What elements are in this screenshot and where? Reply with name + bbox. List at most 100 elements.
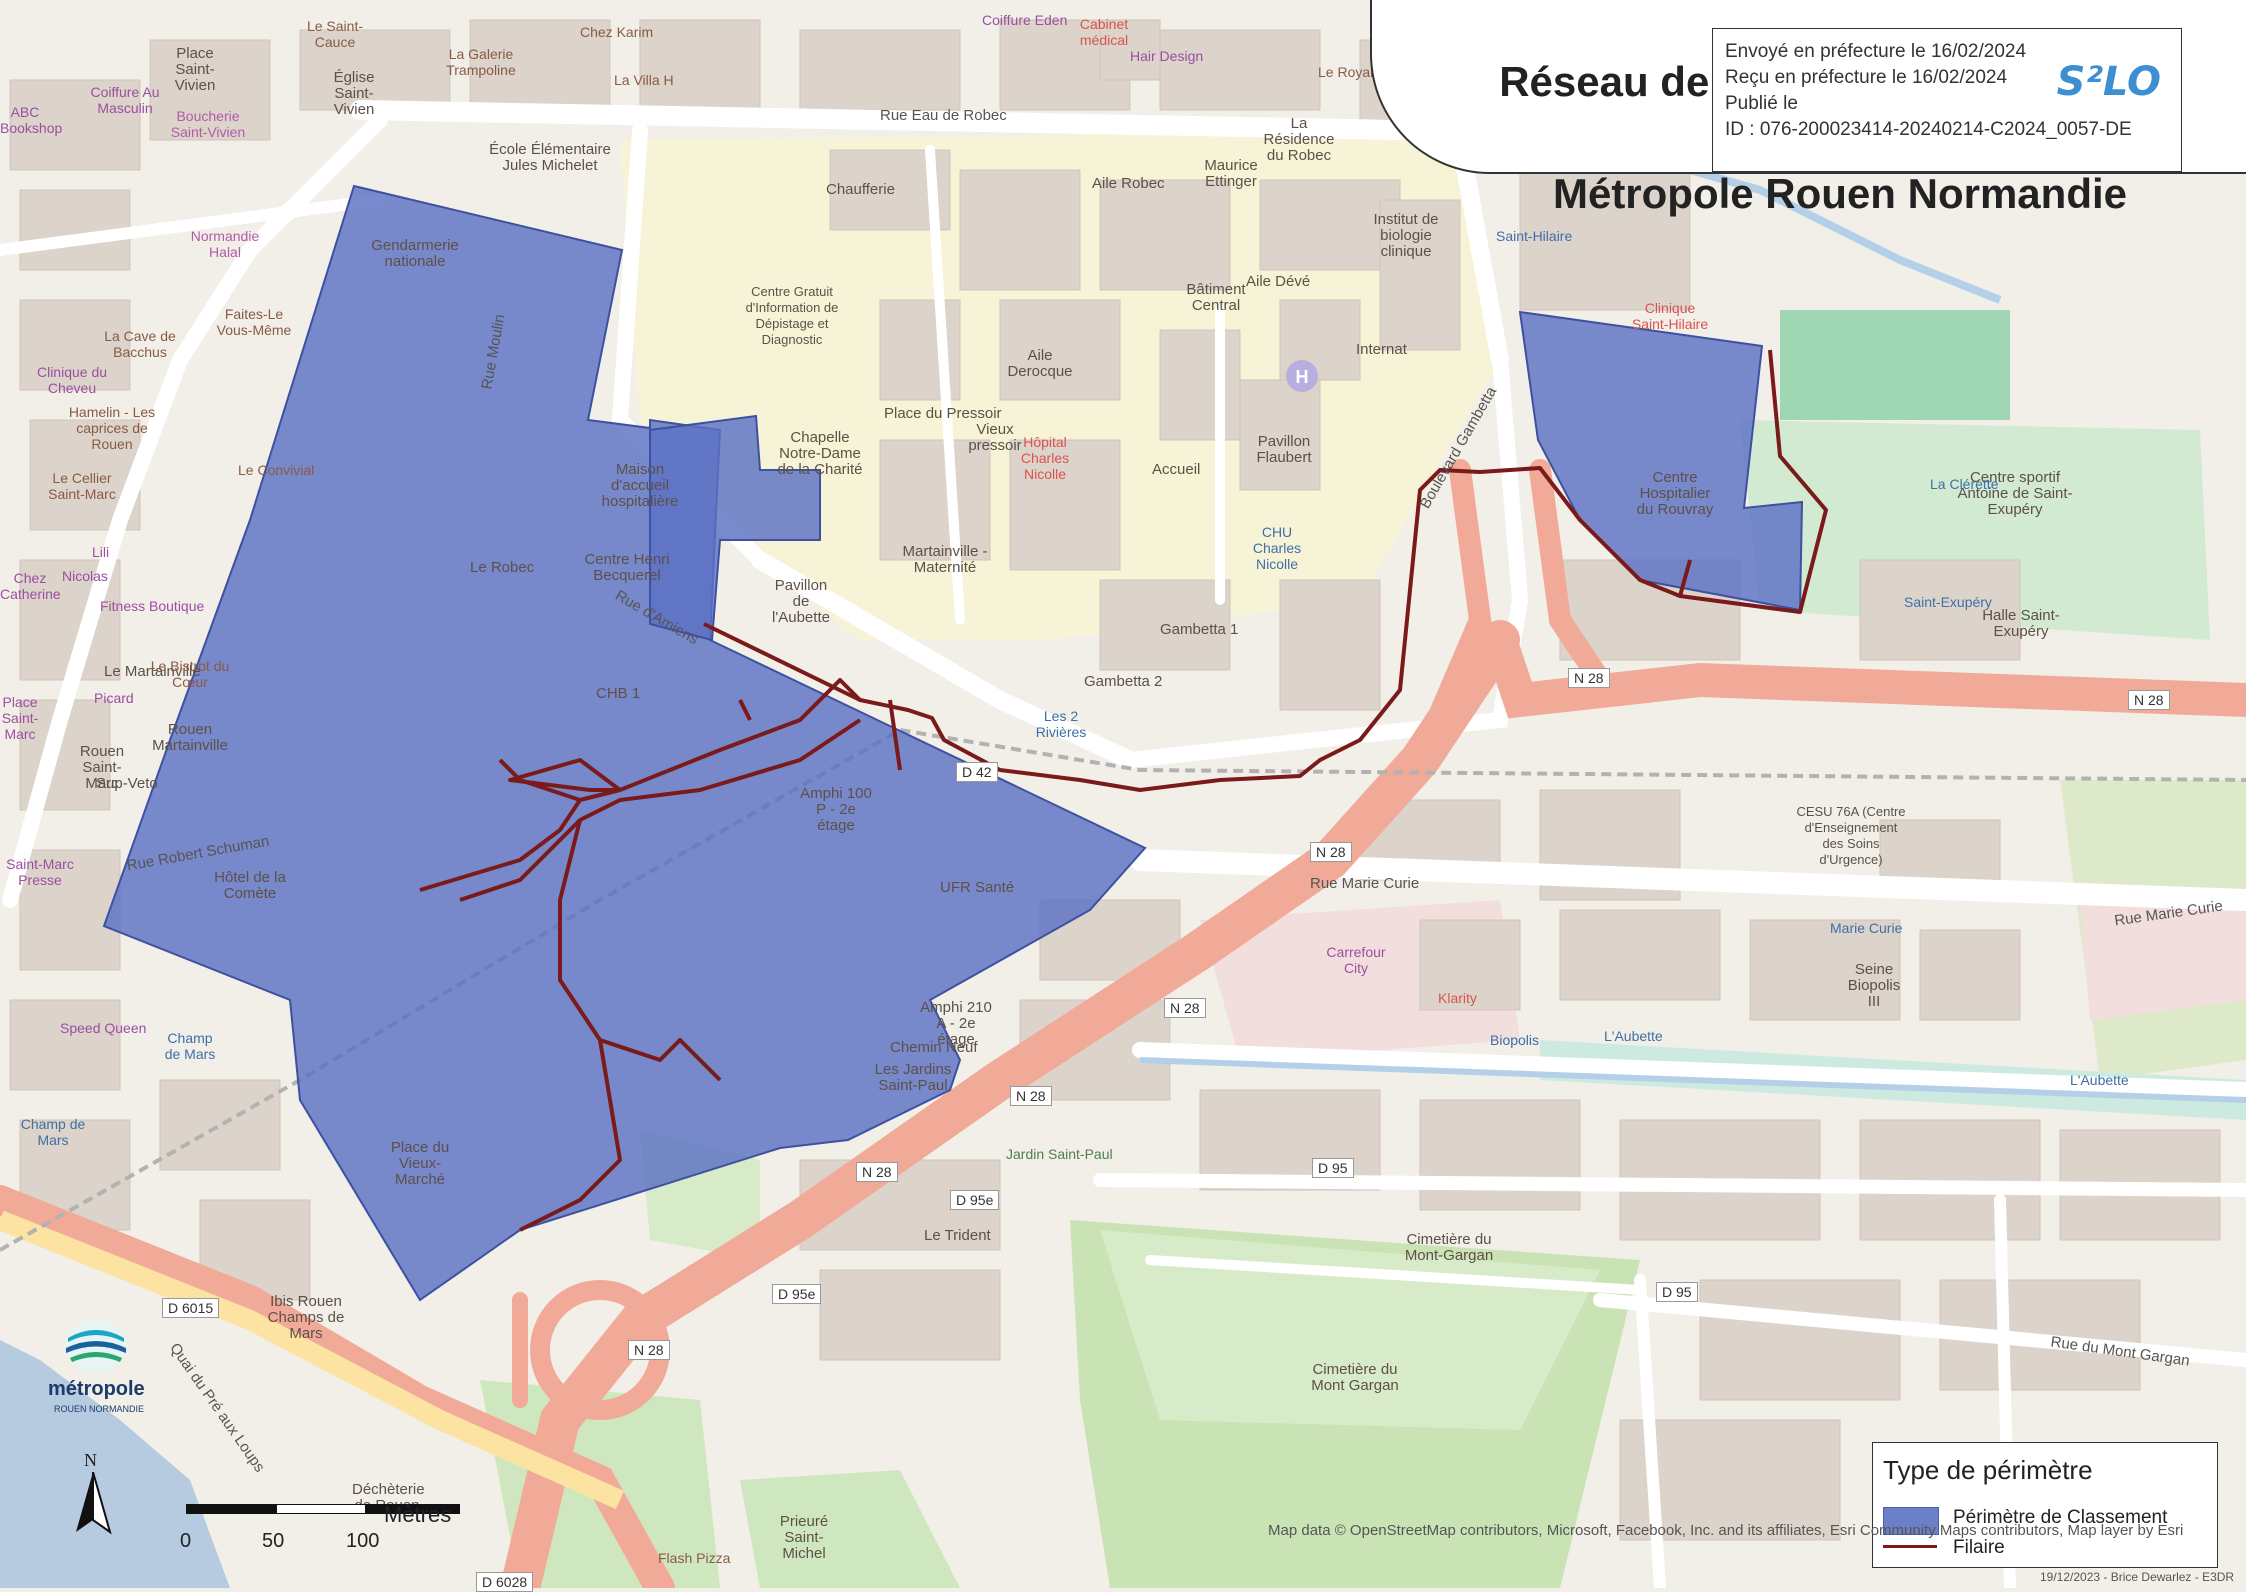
label-place-vieux-marche: Place du Vieux-Marché <box>390 1139 450 1188</box>
label-fitness-boutique: Fitness Boutique <box>100 598 205 614</box>
metropole-logo: métropole ROUEN NORMANDIE <box>40 1316 150 1446</box>
label-jardins-saint-paul: Les Jardins Saint-Paul <box>874 1061 952 1094</box>
label-nicolas: Nicolas <box>62 568 108 584</box>
label-rouen-saint-marc: Rouen Saint-Marc <box>79 743 125 792</box>
scale-tick-100: 100 <box>346 1530 380 1552</box>
label-centre-rouvray: Centre Hospitalier du Rouvray <box>1636 469 1714 518</box>
label-chapelle: Chapelle Notre-Dame de la Charité <box>777 429 863 478</box>
label-seine-biopolis: Seine Biopolis III <box>1847 961 1901 1010</box>
label-institut-biologie: Institut de biologie clinique <box>1373 211 1439 260</box>
label-chez-karim: Chez Karim <box>580 24 654 40</box>
label-centre-sportif: Centre sportif Antoine de Saint-Exupéry <box>1957 469 2073 518</box>
label-marie-curie-stop: Marie Curie <box>1830 920 1903 936</box>
shield-d42: D 42 <box>956 762 998 782</box>
shield-n28-6: N 28 <box>856 1162 898 1182</box>
label-aubette-1: L'Aubette <box>1604 1028 1663 1044</box>
label-martainville-maternite: Martainville - Maternité <box>902 543 988 576</box>
sports-field <box>1780 310 2010 420</box>
legend-title: Type de périmètre <box>1883 1455 2093 1485</box>
legend-label-perimetre: Périmètre de Classement <box>1953 1507 2168 1528</box>
sports-park <box>1740 420 2210 640</box>
label-coiffure-au-masculin: Coiffure Au Masculin <box>90 84 160 116</box>
green-patch-bottom <box>740 1470 960 1588</box>
label-amphi-210a: Amphi 210 A - 2e étage <box>920 999 992 1048</box>
scale-tick-50: 50 <box>262 1530 285 1552</box>
scale-tick-0: 0 <box>180 1530 192 1552</box>
label-place-pressoir: Place du Pressoir <box>884 405 1002 422</box>
prefecture-stamp: Envoyé en préfecture le 16/02/2024 Reçu … <box>1712 28 2182 172</box>
label-saint-marc-presse: Saint-Marc Presse <box>6 856 74 888</box>
stamp-received: Reçu en préfecture le 16/02/2024 <box>1725 67 2008 88</box>
metro-logo-line1: métropole <box>48 1378 145 1400</box>
label-bistrot-coeur: Le Bistrot du Cœur <box>150 658 230 690</box>
label-pavillon-flaubert: Pavillon Flaubert <box>1256 433 1312 466</box>
shield-n28-4: N 28 <box>1164 998 1206 1018</box>
label-rouen-martainville: Rouen Martainville <box>152 721 228 754</box>
label-batiment-central: Bâtiment Central <box>1186 281 1246 314</box>
highway-d6015 <box>0 1210 625 1510</box>
label-halle-saint-exupery: Halle Saint-Exupéry <box>1982 607 2060 640</box>
legend-label-filaire: Filaire <box>1953 1537 2005 1558</box>
label-amphi-100p: Amphi 100 P - 2e étage <box>800 785 872 834</box>
label-ibis-rouen: Ibis Rouen Champs de Mars <box>267 1293 345 1342</box>
legend-swatch-filaire <box>1883 1545 1937 1548</box>
hospital-h-marker <box>1286 360 1318 392</box>
stamp-published: Publié le <box>1725 93 1798 114</box>
metro-logo-line2: ROUEN NORMANDIE <box>54 1404 145 1414</box>
label-hotel-comete: Hôtel de la Comète <box>214 869 286 902</box>
label-residence-robec: La Résidence du Robec <box>1263 115 1335 164</box>
label-chb1: CHB 1 <box>596 685 641 702</box>
label-rue-marie-curie-1: Rue Marie Curie <box>1310 875 1420 892</box>
shield-d95e-2: D 95e <box>772 1284 822 1304</box>
label-hair-design: Hair Design <box>1130 48 1204 64</box>
label-place-saint-marc: Place Saint-Marc <box>1 694 39 742</box>
perimetre-classement <box>102 184 1804 1302</box>
scale-bar <box>186 1504 478 1514</box>
label-chu-charles-nicolle: CHU Charles Nicolle <box>1252 524 1302 572</box>
label-le-saint-cauce: Le Saint-Cauce <box>306 18 364 50</box>
label-carrefour-city: Carrefour City <box>1326 944 1386 976</box>
label-biopolis: Biopolis <box>1490 1032 1540 1048</box>
label-saint-exupery-stop: Saint-Exupéry <box>1904 594 1992 610</box>
label-les-2-rivieres: Les 2 Rivières <box>1035 708 1087 740</box>
perimetre-main <box>102 184 1147 1302</box>
shield-d95e-1: D 95e <box>950 1190 1000 1210</box>
stamp-id: ID : 076-200023414-20240214-C2024_0057-D… <box>1725 119 2132 140</box>
label-normandie-halal: Normandie Halal <box>190 228 260 260</box>
label-gambetta-2: Gambetta 2 <box>1084 673 1163 690</box>
label-internat: Internat <box>1356 341 1407 358</box>
svg-text:H: H <box>1296 367 1309 387</box>
label-cesu: CESU 76A (Centre d'Enseignement des Soin… <box>1796 804 1906 867</box>
label-maison-accueil: Maison d'accueil hospitalière <box>601 461 679 510</box>
label-hopital-charles-nicolle: Hôpital Charles Nicolle <box>1020 434 1070 482</box>
label-ufr-sante: UFR Santé <box>940 879 1015 896</box>
label-maurice-ettinger: Maurice Ettinger <box>1204 157 1258 190</box>
label-champ-de-mars-2: Champ de Mars <box>20 1116 86 1148</box>
zone-pink2 <box>2080 900 2246 1020</box>
shield-n28-7: N 28 <box>628 1340 670 1360</box>
stream-aubette <box>1139 1057 2246 1103</box>
label-la-villa-h: La Villa H <box>614 72 674 88</box>
label-le-royal: Le Royal <box>1318 64 1374 80</box>
label-centre-becquerel: Centre Henri Becquerel <box>584 551 670 584</box>
label-rue-eau-de-robec: Rue Eau de Robec <box>880 107 1007 124</box>
label-cave-bacchus: La Cave de Bacchus <box>104 328 176 360</box>
label-boucherie-saint-vivien: Boucherie Saint-Vivien <box>170 108 246 140</box>
river-seine <box>0 1340 230 1588</box>
label-cabinet-medical: Cabinet médical <box>1079 16 1129 48</box>
label-le-convivial: Le Convivial <box>238 462 315 478</box>
label-le-trident: Le Trident <box>924 1227 991 1244</box>
label-speed-queen: Speed Queen <box>60 1020 147 1036</box>
label-gendarmerie: Gendarmerie nationale <box>371 237 459 270</box>
north-arrow-icon: N <box>68 1450 118 1540</box>
label-flash-pizza: Flash Pizza <box>658 1550 731 1566</box>
stamp-sent: Envoyé en préfecture le 16/02/2024 <box>1725 41 2027 62</box>
label-clinique-saint-hilaire: Clinique Saint-Hilaire <box>1631 300 1709 332</box>
legend: Type de périmètre Périmètre de Classemen… <box>1872 1442 2218 1568</box>
label-chez-catherine: Chez Catherine <box>0 570 61 602</box>
map-credit: 19/12/2023 - Brice Dewarlez - E3DR <box>2040 1570 2235 1584</box>
label-jardin-saint-paul: Jardin Saint-Paul <box>1006 1146 1113 1162</box>
label-accueil: Accueil <box>1152 461 1201 478</box>
label-picard: Picard <box>94 690 134 706</box>
